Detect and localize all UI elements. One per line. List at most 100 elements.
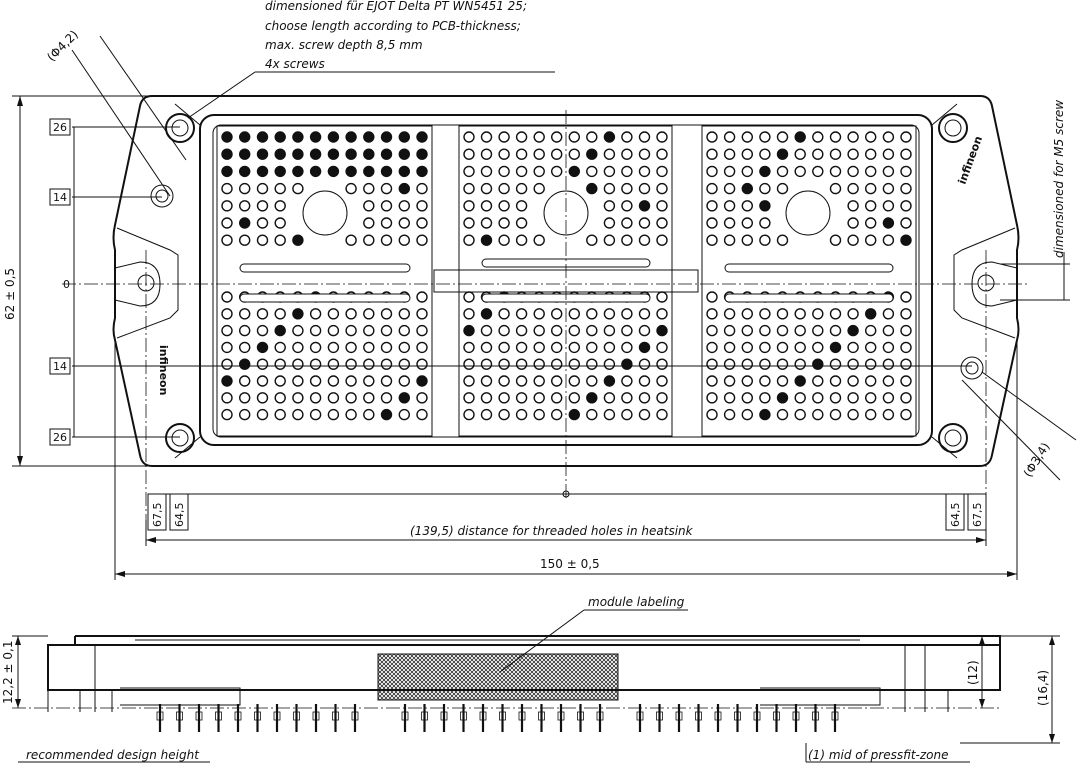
pin: [363, 182, 375, 195]
logo-left: infineon: [157, 345, 170, 395]
pin: [256, 375, 269, 387]
pin: [274, 234, 286, 246]
pin: [380, 148, 393, 160]
screw-note-4: 4x screws: [265, 57, 325, 71]
pin: [865, 234, 877, 246]
pin: [515, 217, 528, 229]
pin: [551, 131, 563, 143]
pin: [416, 165, 428, 178]
pin: [638, 308, 651, 320]
pin: [656, 324, 668, 337]
bottom-dim-value: 64,5: [173, 503, 186, 528]
pin: [723, 200, 736, 212]
pin: [256, 341, 269, 354]
pin: [533, 182, 545, 195]
pin: [398, 358, 410, 370]
pin: [274, 200, 286, 212]
pin: [706, 131, 718, 143]
pin: [380, 408, 393, 421]
pin: [480, 217, 493, 229]
pin: [238, 358, 251, 370]
pin: [794, 165, 806, 178]
pin: [345, 182, 357, 195]
pin: [759, 165, 771, 178]
pin: [706, 308, 718, 320]
pin: [238, 217, 251, 229]
pin: [812, 165, 824, 178]
pin: [759, 234, 771, 246]
pin: [380, 324, 393, 337]
pin: [274, 182, 286, 195]
pin: [221, 308, 233, 320]
pin: [759, 131, 771, 143]
pin: [498, 200, 510, 212]
pin: [292, 308, 304, 320]
pin: [551, 375, 563, 387]
pin: [603, 165, 616, 178]
pin: [363, 217, 375, 229]
pin: [759, 217, 771, 229]
pin: [847, 217, 859, 229]
pin: [498, 408, 510, 421]
slot-bar: [724, 263, 894, 273]
pin: [380, 200, 393, 212]
pin: [865, 217, 877, 229]
pin: [463, 341, 475, 354]
pin: [416, 291, 428, 303]
pin: [900, 324, 912, 337]
pin: [794, 408, 806, 421]
pin: [221, 291, 233, 303]
pin: [238, 324, 251, 337]
left-dim-box: 14: [49, 357, 71, 375]
pin: [741, 200, 753, 212]
pin: [741, 148, 753, 160]
pin: [706, 324, 718, 337]
pin: [292, 165, 304, 178]
pin: [723, 341, 736, 354]
module-labeling-area: [377, 653, 619, 701]
left-dim-value: 26: [53, 431, 67, 444]
pin: [380, 308, 393, 320]
pin: [256, 217, 269, 229]
pin: [256, 234, 269, 246]
pin: [498, 234, 510, 246]
pin: [327, 341, 340, 354]
pin: [865, 341, 877, 354]
pin: [723, 131, 736, 143]
pin: [398, 234, 410, 246]
pin: [723, 324, 736, 337]
pin: [900, 408, 912, 421]
pin: [603, 217, 616, 229]
bottom-dim-box: 64,5: [945, 493, 965, 531]
pin: [794, 392, 806, 404]
pin: [238, 182, 251, 195]
bottom-dim-value: 67,5: [151, 503, 164, 528]
pin: [776, 165, 789, 178]
pin: [900, 291, 912, 303]
pin: [741, 341, 753, 354]
pin: [292, 408, 304, 421]
pin: [882, 408, 895, 421]
pin: [586, 392, 598, 404]
pin: [900, 341, 912, 354]
pin: [551, 408, 563, 421]
pin: [345, 358, 357, 370]
pin: [638, 324, 651, 337]
pin: [463, 324, 475, 337]
pin: [533, 392, 545, 404]
pin: [882, 392, 895, 404]
pin: [741, 234, 753, 246]
pin: [794, 358, 806, 370]
pin: [221, 324, 233, 337]
pin: [900, 308, 912, 320]
pin: [829, 308, 842, 320]
pin: [327, 308, 340, 320]
pin: [274, 341, 286, 354]
pin: [847, 324, 859, 337]
left-dim-box: 14: [49, 188, 71, 206]
pin: [380, 131, 393, 143]
pin: [551, 324, 563, 337]
pin: [551, 392, 563, 404]
pin: [603, 308, 616, 320]
